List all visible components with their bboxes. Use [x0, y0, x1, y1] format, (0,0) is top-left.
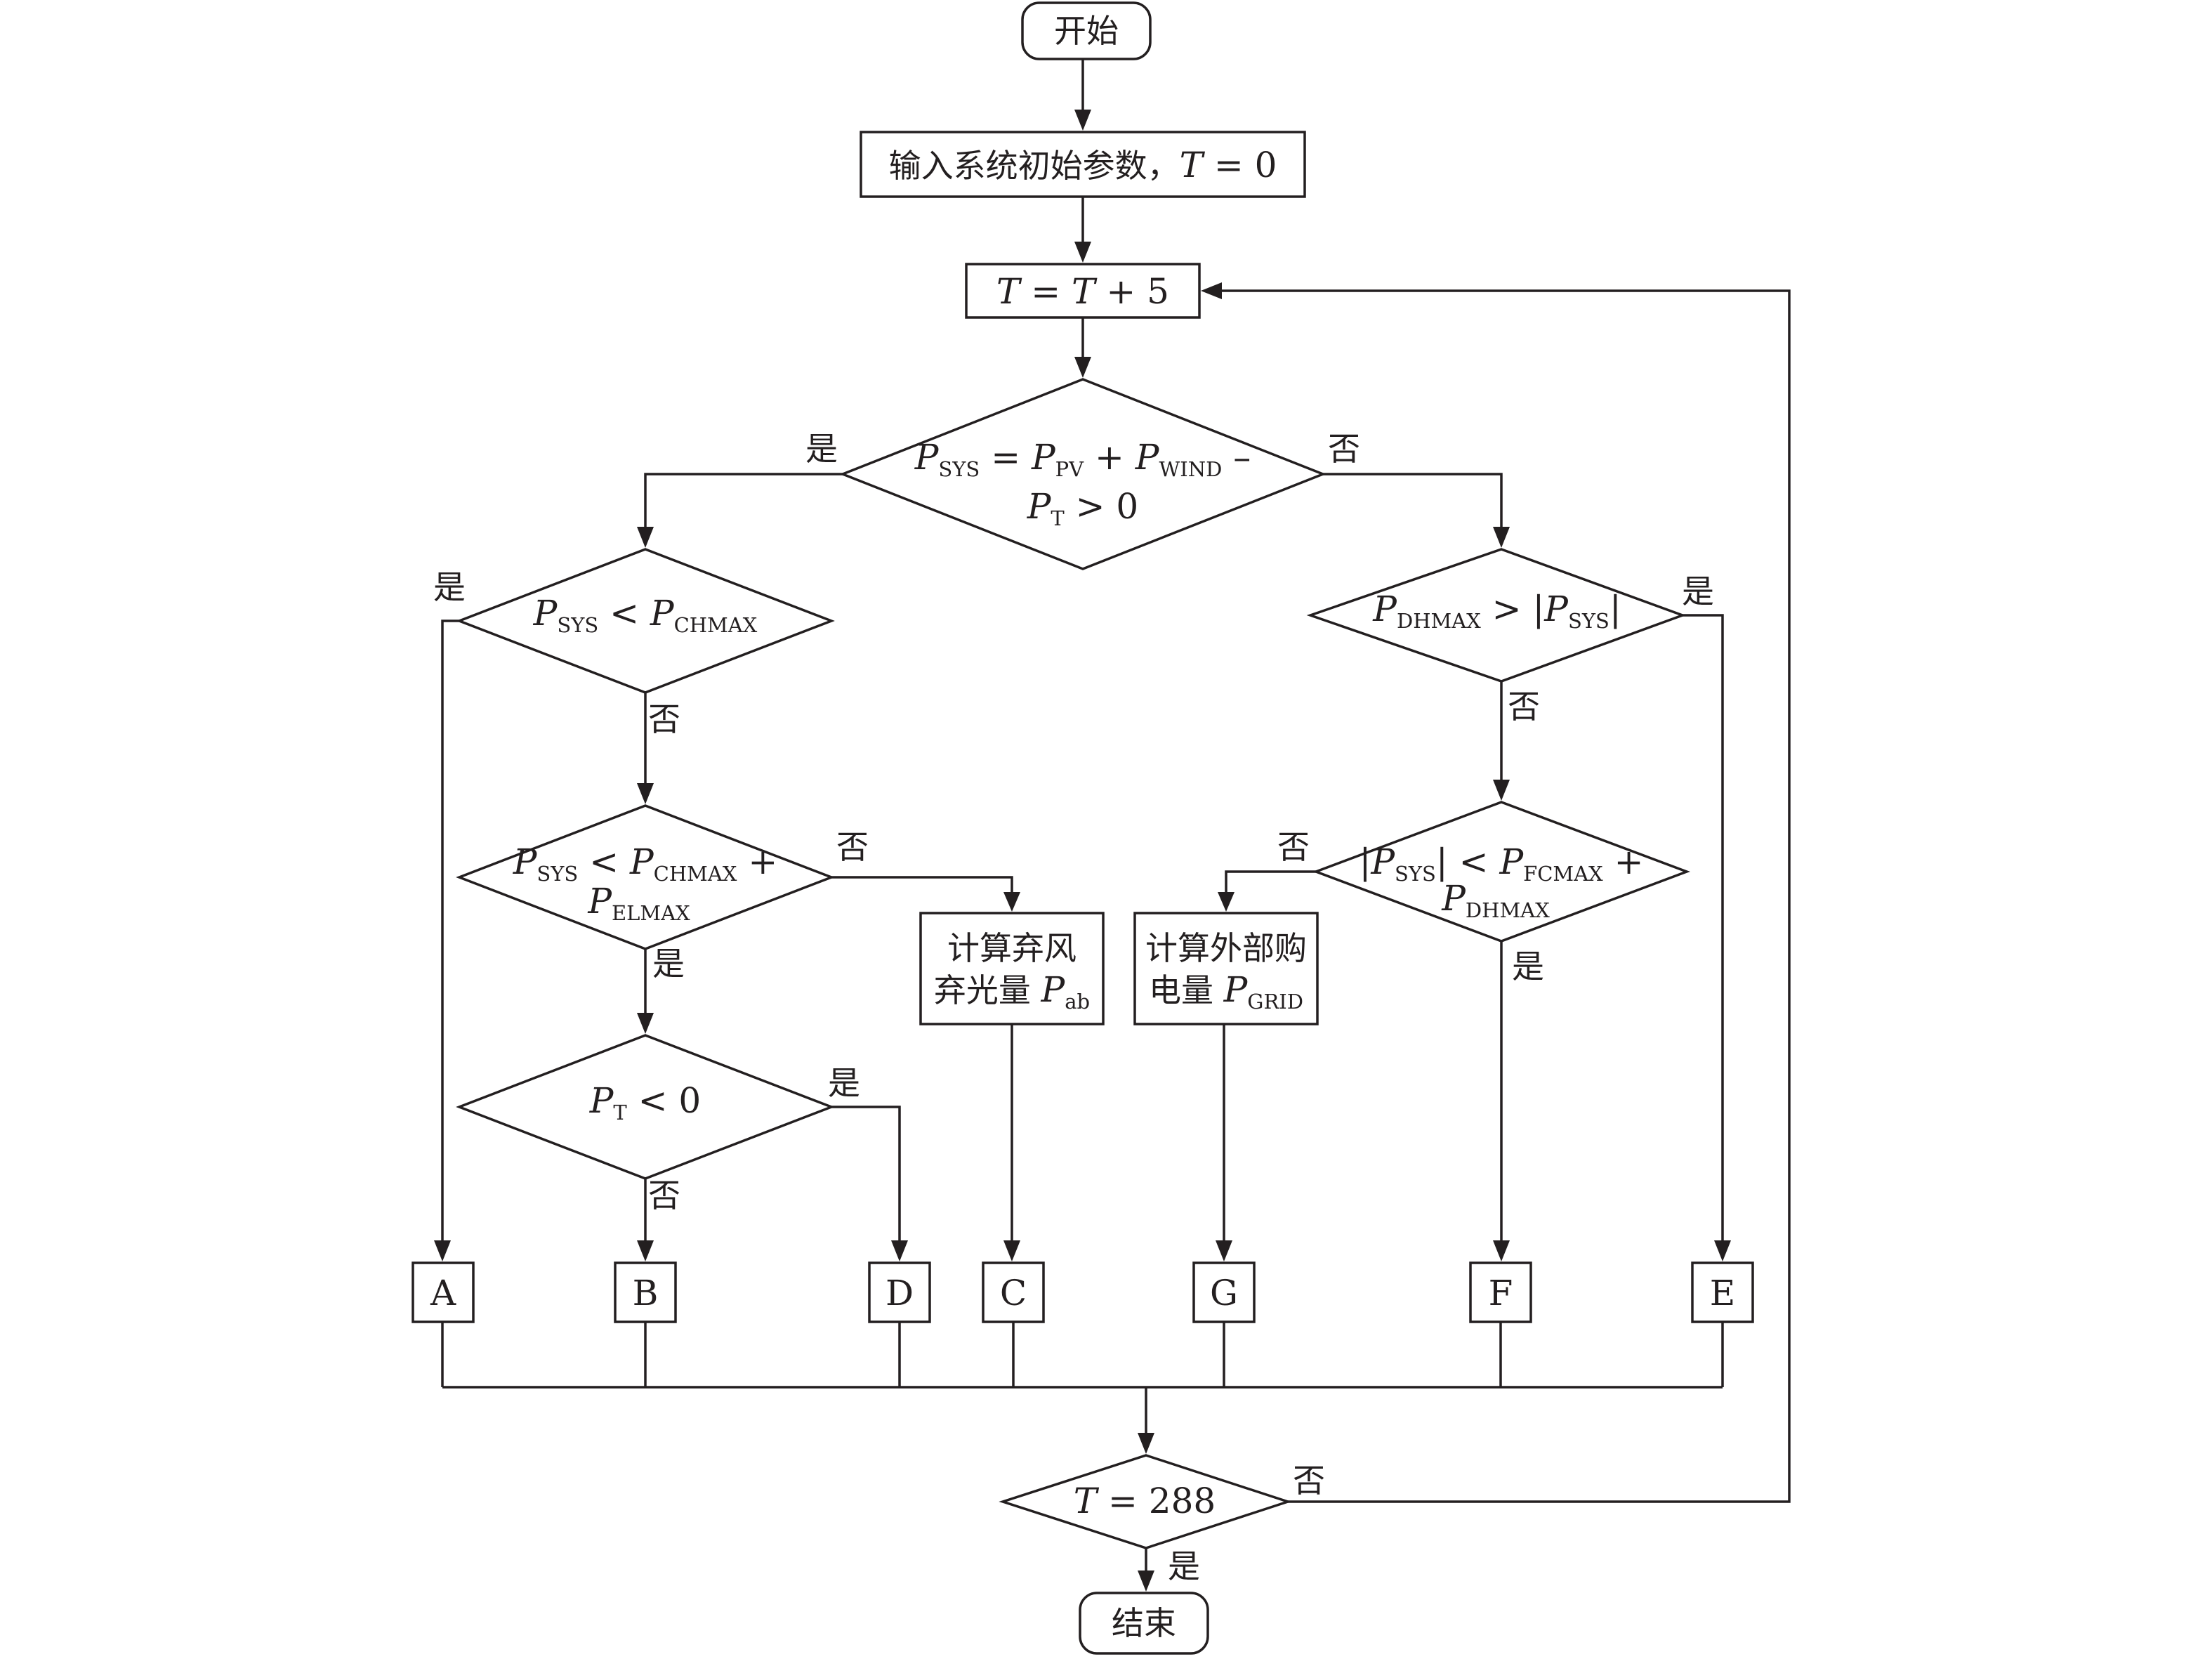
increment-label: T = T + 5 — [996, 271, 1169, 312]
cond-psys-line1: PSYS = PPV + PWIND – — [914, 437, 1251, 481]
terminal-a — [412, 1261, 475, 1323]
cond-chel-line2: PELMAX — [587, 881, 690, 925]
terminal-f-label: F — [1489, 1273, 1513, 1313]
terminal-a-label: A — [430, 1273, 456, 1313]
grid-purchase-line1: 计算外部购 — [1145, 929, 1307, 967]
cond-t288-label: T = 288 — [1074, 1481, 1216, 1521]
decision-psys-positive — [839, 378, 1326, 570]
grid-purchase-box — [1133, 912, 1319, 1025]
yes-label: 是 — [652, 945, 685, 983]
terminal-f — [1469, 1261, 1532, 1323]
terminal-d — [868, 1261, 931, 1323]
arrowheads — [434, 110, 1731, 1592]
branch-labels: 是 否 是 否 否 是 是 否 是 否 否 是 否 是 — [433, 430, 1714, 1585]
yes-label: 是 — [828, 1064, 860, 1102]
no-label: 否 — [1277, 828, 1310, 866]
cond-fc-line1: |PSYS| < PFCMAX + — [1360, 841, 1644, 886]
end-terminal — [1079, 1592, 1209, 1655]
end-label: 结束 — [1112, 1604, 1176, 1642]
cond-dh-label: PDHMAX > |PSYS| — [1372, 589, 1621, 633]
terminal-c — [982, 1261, 1045, 1323]
curtailment-box — [919, 912, 1105, 1025]
init-label: 输入系统初始参数，T = 0 — [889, 145, 1277, 185]
cond-psys-line2: PT > 0 — [1027, 486, 1139, 530]
cond-chmax-label: PSYS < PCHMAX — [533, 593, 758, 637]
cond-fc-line2: PDHMAX — [1441, 878, 1550, 922]
no-label: 否 — [1328, 430, 1360, 468]
terminal-d-label: D — [886, 1273, 914, 1313]
no-label: 否 — [648, 700, 680, 738]
terminal-e — [1691, 1261, 1754, 1323]
terminal-b-label: B — [633, 1273, 659, 1313]
yes-label: 是 — [805, 430, 838, 468]
start-terminal — [1021, 1, 1152, 60]
curtailment-line1: 计算弃风 — [947, 929, 1077, 967]
yes-label: 是 — [1512, 947, 1544, 985]
terminal-e-label: E — [1710, 1273, 1736, 1313]
yes-label: 是 — [433, 568, 466, 606]
no-label: 否 — [648, 1176, 680, 1214]
no-label: 否 — [836, 828, 869, 866]
connectors — [441, 59, 1791, 1572]
increment-box — [965, 263, 1201, 319]
curtailment-line2: 弃光量 Pab — [934, 969, 1090, 1014]
yes-label: 是 — [1168, 1547, 1200, 1585]
terminal-g-label: G — [1210, 1273, 1238, 1313]
grid-purchase-line2: 电量 PGRID — [1149, 969, 1303, 1014]
cond-chel-line1: PSYS < PCHMAX + — [513, 841, 777, 886]
no-label: 否 — [1508, 688, 1540, 726]
terminal-c-label: C — [1000, 1273, 1027, 1313]
terminal-g — [1192, 1261, 1256, 1323]
yes-label: 是 — [1682, 572, 1714, 610]
start-label: 开始 — [1054, 12, 1119, 50]
cond-pt-label: PT < 0 — [589, 1080, 702, 1124]
no-label: 否 — [1293, 1462, 1325, 1500]
init-box — [860, 131, 1306, 198]
terminal-b — [614, 1261, 677, 1323]
